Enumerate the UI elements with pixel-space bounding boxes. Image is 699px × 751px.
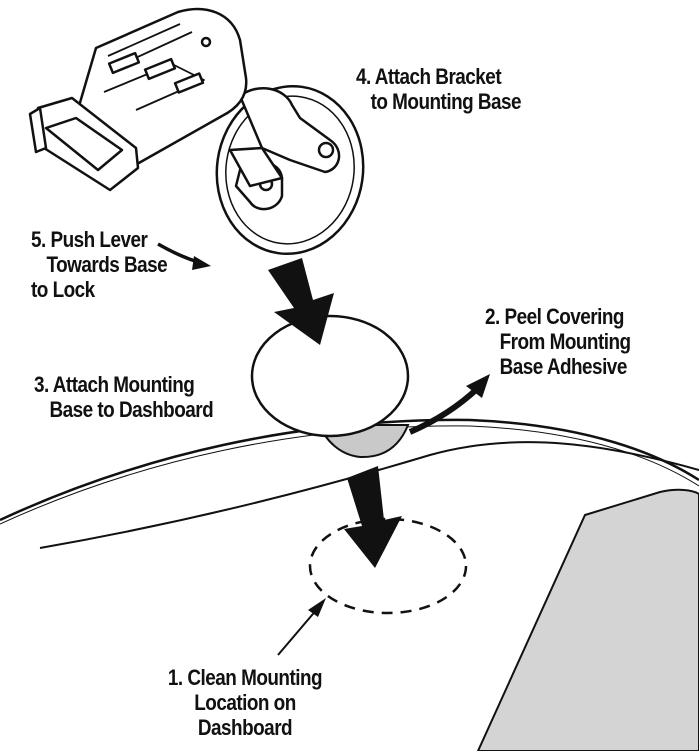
step-5-label: 5. Push Lever Towards Base to Lock [31, 227, 168, 302]
dashboard-lower-edge [39, 441, 699, 549]
bracket-clip-b [143, 57, 177, 81]
arrow-icon [192, 256, 211, 270]
bracket-lip-inner [44, 116, 124, 172]
step-1-label: 1. Clean Mounting Location on Dashboard [163, 665, 326, 740]
step-3-line-1: 3. Attach Mounting [34, 372, 195, 397]
step-2-line-1: 2. Peel Covering [485, 304, 624, 329]
dashboard-edge [0, 418, 699, 522]
arrow-icon [344, 466, 402, 568]
arrow-icon [466, 374, 490, 398]
step-2-label: 2. Peel Covering From Mounting Base Adhe… [485, 304, 631, 379]
bracket-clip-c [173, 72, 205, 94]
windshield-area [476, 488, 699, 751]
suction-mount-inner [225, 95, 355, 245]
arrow-icon [268, 258, 334, 345]
step-5-line-2: Towards Base [46, 252, 168, 277]
step-4-label: 4. Attach Bracket to Mounting Base [356, 64, 522, 114]
mount-neck [228, 146, 284, 188]
step-1-line-2: Location on [194, 690, 296, 715]
mounting-location-icon [308, 517, 468, 615]
bracket-foot [28, 106, 48, 154]
mount-arm [238, 87, 341, 174]
arm-pivot [317, 141, 335, 159]
step-1-line-3: Dashboard [197, 715, 293, 740]
step-2-line-2: From Mounting [499, 329, 631, 354]
pointer-line-step-1 [277, 607, 319, 656]
step-4-line-2: to Mounting Base [370, 89, 522, 114]
bracket-hole [200, 36, 212, 48]
step-1-line-1: 1. Clean Mounting [167, 665, 323, 690]
step-5-line-3: to Lock [31, 277, 95, 302]
mounting-base-icon [250, 314, 410, 438]
bracket-icon [70, 7, 248, 170]
peel-arrow-curve [408, 385, 481, 435]
bracket-assembly [28, 7, 365, 256]
step-2-line-3: Base Adhesive [499, 354, 628, 379]
step-5-line-1: 5. Push Lever [31, 227, 148, 252]
step-3-line-2: Base to Dashboard [49, 397, 214, 422]
arrow-icon [308, 598, 326, 617]
step-4-line-1: 4. Attach Bracket [356, 64, 502, 89]
bracket-clip-a [107, 51, 141, 75]
step-3-label: 3. Attach Mounting Base to Dashboard [34, 372, 214, 422]
